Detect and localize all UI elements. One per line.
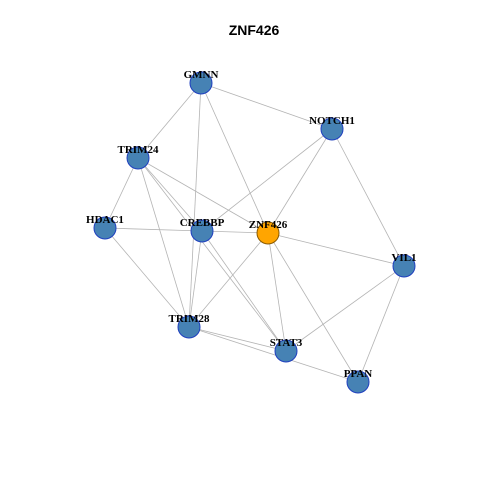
node-label-trim24: TRIM24 xyxy=(118,144,159,156)
node-layer xyxy=(93,71,416,394)
diagram-title: ZNF426 xyxy=(229,22,280,38)
node-label-notch1: NOTCH1 xyxy=(309,115,355,127)
edge-trim24-stat3 xyxy=(137,157,287,352)
node-trim24[interactable] xyxy=(126,146,150,170)
edge-znf426-stat3 xyxy=(267,232,287,352)
edge-hdac1-trim28 xyxy=(104,227,190,328)
node-label-hdac1: HDAC1 xyxy=(86,214,124,226)
edge-gmnn-trim28 xyxy=(188,82,202,328)
node-trim28[interactable] xyxy=(177,315,201,339)
node-label-ppan: PPAN xyxy=(344,368,373,380)
edge-notch1-znf426 xyxy=(267,128,333,234)
edge-trim24-trim28 xyxy=(137,157,190,328)
edge-vil1-ppan xyxy=(357,265,405,383)
node-gmnn[interactable] xyxy=(189,71,213,95)
node-vil1[interactable] xyxy=(392,254,416,278)
edge-znf426-ppan xyxy=(267,232,359,383)
edge-gmnn-trim24 xyxy=(137,82,202,159)
edge-trim28-ppan xyxy=(188,326,359,383)
edge-crebbp-stat3 xyxy=(201,230,287,352)
node-crebbp[interactable] xyxy=(190,219,214,243)
node-label-gmnn: GMNN xyxy=(184,69,219,81)
edge-trim24-hdac1 xyxy=(104,157,139,229)
edge-gmnn-znf426 xyxy=(200,82,269,234)
node-stat3[interactable] xyxy=(274,339,298,363)
edge-notch1-vil1 xyxy=(331,128,405,267)
node-hdac1[interactable] xyxy=(93,216,117,240)
edge-crebbp-trim28 xyxy=(188,230,203,328)
node-notch1[interactable] xyxy=(320,117,344,141)
edge-hdac1-crebbp xyxy=(104,227,203,232)
edge-trim24-znf426 xyxy=(137,157,269,234)
node-ppan[interactable] xyxy=(346,370,370,394)
edge-znf426-trim28 xyxy=(188,232,269,328)
node-znf426[interactable] xyxy=(256,221,280,245)
edge-trim24-crebbp xyxy=(137,157,203,232)
edge-znf426-vil1 xyxy=(267,232,405,267)
edge-gmnn-notch1 xyxy=(200,82,333,130)
node-label-crebbp: CREBBP xyxy=(180,217,225,229)
edge-vil1-stat3 xyxy=(285,265,405,352)
node-label-vil1: VIL1 xyxy=(391,252,416,264)
node-label-trim28: TRIM28 xyxy=(169,313,210,325)
edge-layer xyxy=(104,82,405,383)
node-label-stat3: STAT3 xyxy=(270,337,303,349)
edge-notch1-crebbp xyxy=(201,128,333,232)
node-label-znf426: ZNF426 xyxy=(249,219,288,231)
edge-trim28-stat3 xyxy=(188,326,287,352)
